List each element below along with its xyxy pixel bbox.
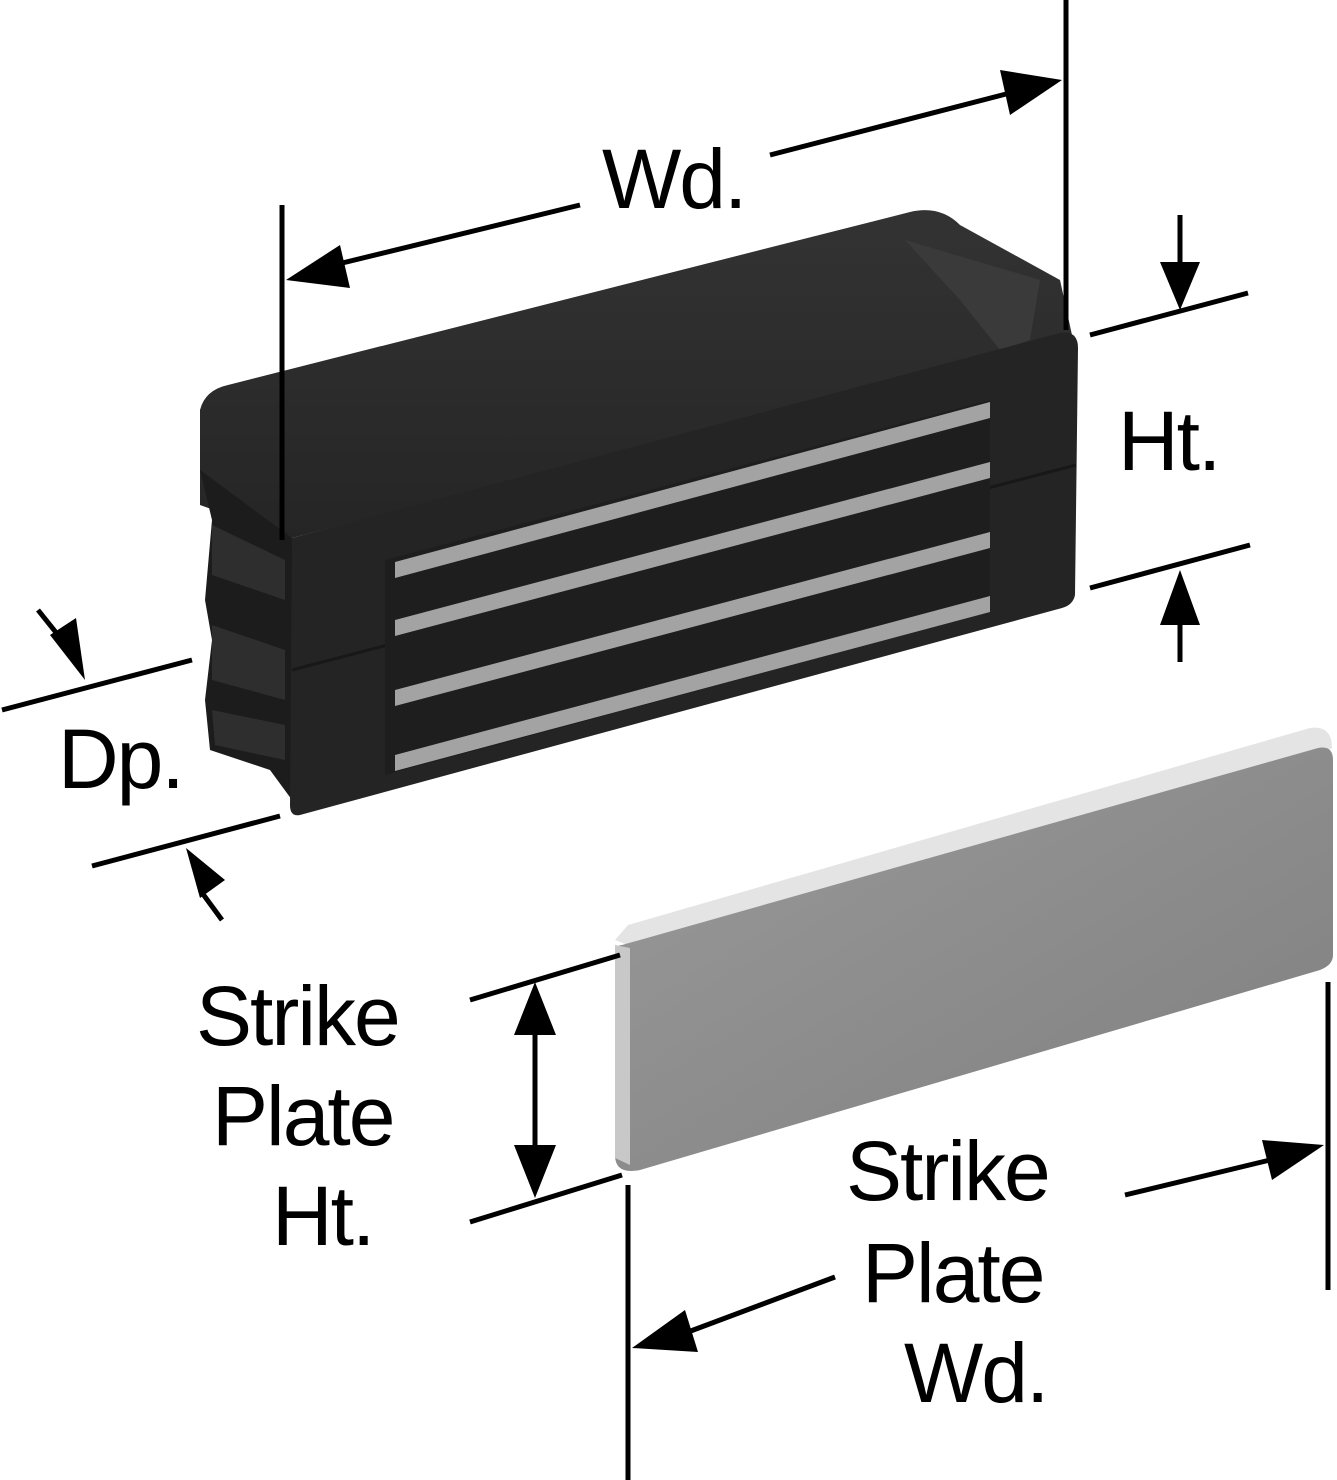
height-arrow-up-icon — [1160, 570, 1200, 625]
width-leader-left — [329, 202, 581, 269]
strike-plate-height-label-line-3: Ht. — [272, 1169, 373, 1263]
width-arrow-left-icon — [286, 245, 350, 288]
latch-metal-strip-2 — [395, 462, 990, 636]
strike-plate-height-label-line-2: Plate — [212, 1069, 393, 1163]
latch-metal-strip-4 — [395, 596, 990, 771]
depth-arrow-down-icon — [50, 618, 85, 680]
strike-plate-height-label-line-1: Strike — [196, 969, 399, 1063]
width-leader-right — [769, 90, 1011, 158]
latch-strip-panel — [385, 400, 990, 775]
strike-plate-width-dimension: Strike Plate Wd. — [625, 982, 1331, 1480]
depth-arrow-up-icon — [186, 848, 225, 898]
width-dimension: Wd. — [279, 0, 1069, 540]
latch-metal-strip-1 — [395, 402, 990, 578]
strike-plate-height-arrow-up-icon — [514, 982, 556, 1035]
strike-plate — [615, 727, 1333, 1171]
height-dimension: Ht. — [1089, 215, 1251, 662]
latch-top-surface — [200, 210, 1072, 538]
height-label: Ht. — [1118, 394, 1219, 488]
strike-plate-height-extension-top — [469, 952, 621, 1003]
strike-plate-width-arrow-right-icon — [1262, 1140, 1324, 1180]
strike-plate-top-edge — [615, 727, 1332, 950]
strike-plate-width-leader-right — [1124, 1157, 1271, 1198]
strike-plate-height-extension-bottom — [469, 1172, 623, 1225]
strike-plate-height-arrow-down-icon — [514, 1145, 556, 1198]
strike-plate-width-arrow-left-icon — [632, 1310, 698, 1352]
strike-plate-face — [615, 747, 1333, 1171]
height-extension-bottom — [1089, 542, 1251, 591]
strike-plate-width-label-line-3: Wd. — [904, 1326, 1047, 1420]
depth-extension-bottom — [91, 813, 281, 869]
depth-extension-top — [1, 657, 193, 713]
width-arrow-right-icon — [1000, 70, 1062, 115]
depth-dimension: Dp. — [1, 608, 281, 922]
strike-plate-left-bevel — [615, 945, 630, 1165]
height-extension-top — [1089, 290, 1249, 338]
magnetic-latch — [200, 210, 1078, 816]
latch-right-notch — [905, 240, 1040, 350]
strike-plate-height-dimension: Strike Plate Ht. — [196, 952, 623, 1263]
height-arrow-down-icon — [1160, 262, 1200, 310]
depth-label: Dp. — [58, 712, 183, 806]
strike-plate-width-leader-left — [679, 1274, 836, 1338]
strike-plate-width-label-line-1: Strike — [846, 1124, 1049, 1218]
strike-plate-width-label-line-2: Plate — [862, 1226, 1043, 1320]
width-label: Wd. — [602, 132, 745, 226]
latch-left-ridges — [212, 525, 285, 760]
latch-metal-strip-3 — [395, 532, 990, 706]
